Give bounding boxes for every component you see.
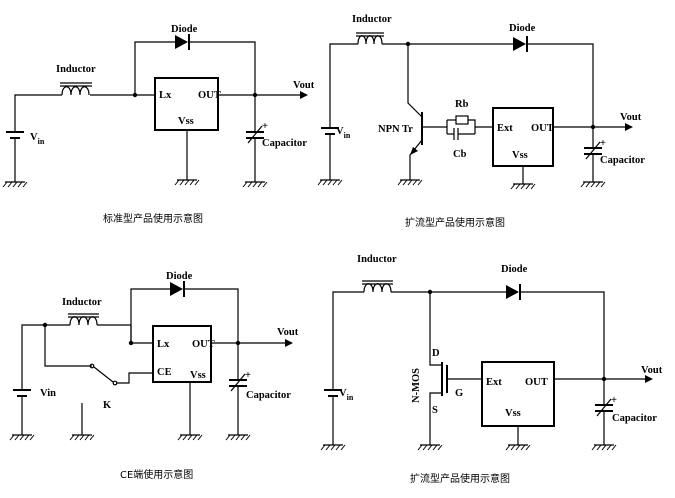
vin-label: Vin — [40, 388, 56, 399]
inductor-coil — [61, 86, 90, 96]
diode-label: Diode — [501, 264, 528, 275]
rb-label: Rb — [455, 99, 469, 110]
svg-text:+: + — [245, 370, 251, 381]
npn-label: NPN Tr — [378, 124, 413, 135]
inductor-label: Inductor — [352, 14, 392, 25]
ext-pin: Ext — [497, 123, 513, 134]
caption-standard: 标准型产品使用示意图 — [103, 212, 203, 225]
diode-label: Diode — [166, 271, 193, 282]
vin-label: Vin — [30, 132, 45, 146]
capacitor-label: Capacitor — [262, 138, 307, 149]
k-label: K — [103, 400, 112, 411]
diode-label: Diode — [171, 24, 198, 35]
inductor-label: Inductor — [56, 64, 96, 75]
diode-symbol — [513, 36, 528, 52]
caption-npn: 扩流型产品使用示意图 — [405, 216, 505, 229]
out-pin: OUT — [192, 339, 215, 350]
inductor-label: Inductor — [62, 297, 102, 308]
diode-symbol — [170, 281, 185, 297]
out-pin: OUT — [198, 90, 221, 101]
diode-symbol — [506, 284, 521, 300]
cb-label: Cb — [453, 149, 467, 160]
svg-text:+: + — [262, 121, 268, 132]
gate-label: G — [455, 388, 463, 399]
vss-pin: Vss — [512, 150, 528, 161]
source-label: S — [432, 405, 438, 416]
caption-ce: CE端使用示意图 — [120, 468, 193, 481]
capacitor-label: Capacitor — [612, 413, 657, 424]
nmos-label: N-MOS — [411, 368, 422, 403]
inductor-coil — [69, 316, 98, 326]
diode-label: Diode — [509, 23, 536, 34]
capacitor-label: Capacitor — [246, 390, 291, 401]
vss-pin: Vss — [190, 370, 206, 381]
out-pin: OUT — [525, 377, 548, 388]
vout-label: Vout — [293, 80, 315, 91]
drain-label: D — [432, 348, 440, 359]
out-pin: OUT — [531, 123, 554, 134]
svg-text:+: + — [611, 395, 617, 406]
circuit-standard: Inductor Diode Lx OUT Vss Vout Vin + — [2, 24, 315, 225]
vss-pin: Vss — [505, 408, 521, 419]
caption-nmos: 扩流型产品使用示意图 — [410, 472, 510, 485]
inductor-label: Inductor — [357, 254, 397, 265]
ext-pin: Ext — [486, 377, 502, 388]
circuit-ce: Inductor Diode Lx OUT CE Vss Vout + Capa… — [9, 271, 299, 481]
vout-label: Vout — [641, 365, 663, 376]
inductor-coil — [357, 35, 383, 45]
inductor-coil — [363, 283, 392, 293]
ce-pin: CE — [157, 367, 172, 378]
circuit-nmos-expansion: Inductor Diode D S G N-MOS Ext OUT Vss V… — [320, 254, 663, 485]
capacitor-label: Capacitor — [600, 155, 645, 166]
svg-text:+: + — [600, 138, 606, 149]
lx-pin: Lx — [157, 339, 170, 350]
vout-label: Vout — [620, 112, 642, 123]
vout-label: Vout — [277, 327, 299, 338]
diode-symbol — [175, 34, 190, 50]
vin-label: Vin — [336, 126, 351, 140]
lx-pin: Lx — [159, 90, 172, 101]
vin-label: Vin — [339, 388, 354, 402]
ic-chip — [152, 325, 212, 383]
vss-pin: Vss — [178, 116, 194, 127]
circuit-npn-expansion: Inductor Diode NPN Tr Rb Cb Ext OUT Vss — [317, 14, 645, 229]
